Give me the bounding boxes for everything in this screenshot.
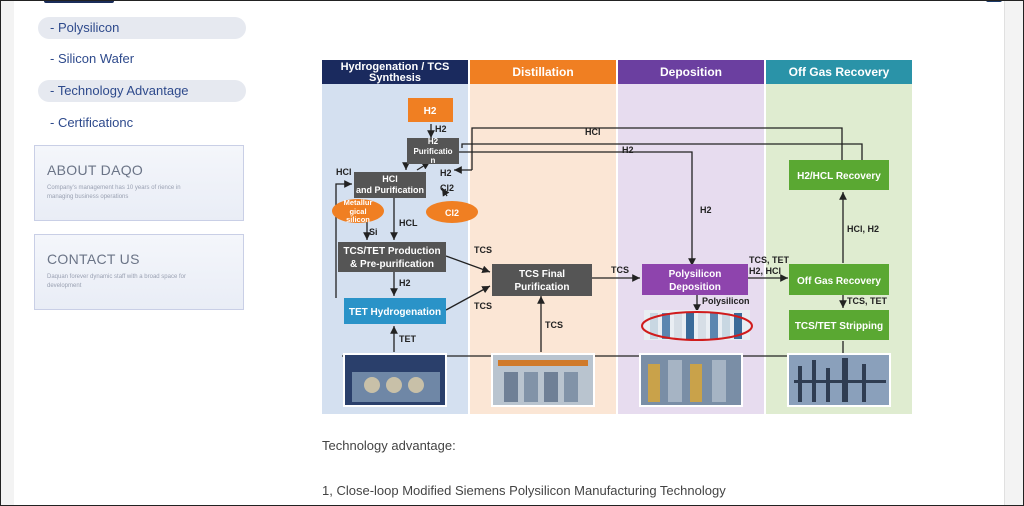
label-tcs-d: TCS bbox=[545, 320, 563, 330]
label-h2-a: H2 bbox=[435, 124, 447, 134]
label-h2-b: H2 bbox=[440, 168, 452, 178]
label-si: Si bbox=[369, 227, 378, 237]
node-tcs-tet-stripping-label: TCS/TET Stripping bbox=[795, 321, 883, 332]
node-h2-purification-label-1: H2 bbox=[428, 137, 439, 146]
label-tcs-tet: TCS, TET bbox=[749, 255, 790, 265]
label-h2-dep: H2 bbox=[700, 205, 712, 215]
process-flow-diagram: Hydrogenation / TCS Synthesis Distillati… bbox=[322, 60, 912, 414]
top-button-fragment[interactable] bbox=[986, 0, 1002, 2]
node-tcs-tet-stripping bbox=[789, 310, 889, 340]
label-tcs-tet-2: TCS, TET bbox=[847, 296, 888, 306]
node-tcs-tet-production-label-2: & Pre-purification bbox=[350, 259, 434, 270]
node-tcs-final-purification bbox=[492, 264, 592, 296]
about-card[interactable]: ABOUT DAQO Company's management has 10 y… bbox=[34, 145, 244, 221]
sidebar-item-certification[interactable]: - Certificationc bbox=[50, 115, 134, 130]
label-h2-hcl: H2, HCl bbox=[749, 266, 781, 276]
node-h2-purification bbox=[407, 138, 459, 164]
plant-photo-hydrogenation bbox=[343, 353, 447, 407]
node-h2 bbox=[408, 98, 453, 122]
node-h2-purification-label-3: n bbox=[431, 156, 436, 165]
node-metallurgical-silicon bbox=[332, 199, 384, 223]
label-tcs-a: TCS bbox=[474, 245, 492, 255]
column-header-hydrogenation: Hydrogenation / TCS bbox=[341, 61, 450, 73]
label-cl2: Cl2 bbox=[440, 183, 454, 193]
column-header-hydrogenation-2: Synthesis bbox=[369, 72, 421, 84]
label-tcs-c: TCS bbox=[611, 265, 629, 275]
column-header-offgas: Off Gas Recovery bbox=[789, 65, 890, 79]
sidebar-item-technology-advantage[interactable]: - Technology Advantage bbox=[38, 80, 246, 102]
about-card-title: ABOUT DAQO bbox=[47, 162, 144, 178]
node-tcs-final-label-2: Purification bbox=[514, 282, 569, 293]
polysilicon-rods-image bbox=[641, 310, 753, 341]
node-tet-hydrogenation bbox=[344, 298, 446, 324]
node-h2-hcl-recovery-label: H2/HCL Recovery bbox=[797, 171, 881, 182]
label-h2-top: H2 bbox=[622, 145, 634, 155]
label-hcl-h2: HCl, H2 bbox=[847, 224, 879, 234]
node-hcl-purification bbox=[354, 172, 426, 198]
section-caption: Technology advantage: bbox=[322, 438, 456, 453]
node-tcs-final-label-1: TCS Final bbox=[519, 269, 565, 280]
node-hcl-purification-label-1: HCl bbox=[382, 174, 398, 184]
paragraph-1: 1, Close-loop Modified Siemens Polysilic… bbox=[322, 483, 726, 498]
node-tcs-tet-production-label-1: TCS/TET Production bbox=[343, 246, 440, 257]
label-hcl-top: HCl bbox=[585, 127, 601, 137]
node-hcl-purification-label-2: and Purification bbox=[356, 185, 424, 195]
column-header-distillation: Distillation bbox=[512, 65, 573, 79]
scrollbar-track[interactable] bbox=[1004, 0, 1024, 506]
node-tet-hydrogenation-label: TET Hydrogenation bbox=[349, 307, 441, 318]
label-tcs-b: TCS bbox=[474, 301, 492, 311]
node-h2-hcl-recovery bbox=[789, 160, 889, 190]
node-h2-label: H2 bbox=[424, 106, 437, 117]
contact-card-desc: Daquan forever dynamic staff with a broa… bbox=[47, 274, 186, 289]
contact-card[interactable]: CONTACT US Daquan forever dynamic staff … bbox=[34, 234, 244, 310]
label-hcl-c: HCL bbox=[399, 218, 418, 228]
column-header-deposition: Deposition bbox=[660, 65, 722, 79]
section-heading-fragment bbox=[44, 0, 114, 3]
contact-card-title: CONTACT US bbox=[47, 251, 140, 267]
node-off-gas-recovery-label: Off Gas Recovery bbox=[797, 276, 881, 287]
node-metallurgical-label-2: gical bbox=[349, 207, 366, 216]
node-metallurgical-label-1: Metallur bbox=[344, 198, 373, 207]
label-tet: TET bbox=[399, 334, 417, 344]
node-metallurgical-label-3: silicon bbox=[346, 215, 370, 224]
about-card-desc: Company's management has 10 years of rie… bbox=[47, 185, 181, 200]
node-cl2 bbox=[426, 201, 478, 223]
node-polysilicon-deposition bbox=[642, 264, 748, 295]
node-tcs-tet-production bbox=[338, 242, 446, 272]
node-polysilicon-deposition-label-1: Polysilicon bbox=[669, 269, 722, 280]
label-h2-c: H2 bbox=[399, 278, 411, 288]
node-off-gas-recovery bbox=[789, 264, 889, 295]
plant-photo-deposition bbox=[639, 353, 743, 407]
plant-photo-distillation bbox=[491, 353, 595, 407]
sidebar-item-silicon-wafer[interactable]: - Silicon Wafer bbox=[50, 51, 135, 66]
plant-photo-offgas bbox=[787, 353, 891, 407]
sidebar: - Polysilicon - Silicon Wafer - Technolo… bbox=[20, 0, 270, 330]
left-gutter bbox=[1, 0, 15, 506]
label-polysilicon: Polysilicon bbox=[702, 296, 750, 306]
label-hcl-left: HCl bbox=[336, 167, 352, 177]
sidebar-item-polysilicon[interactable]: - Polysilicon bbox=[38, 17, 246, 39]
node-polysilicon-deposition-label-2: Deposition bbox=[669, 282, 721, 293]
node-cl2-label: Cl2 bbox=[445, 208, 459, 218]
node-h2-purification-label-2: Purificatio bbox=[413, 147, 452, 156]
